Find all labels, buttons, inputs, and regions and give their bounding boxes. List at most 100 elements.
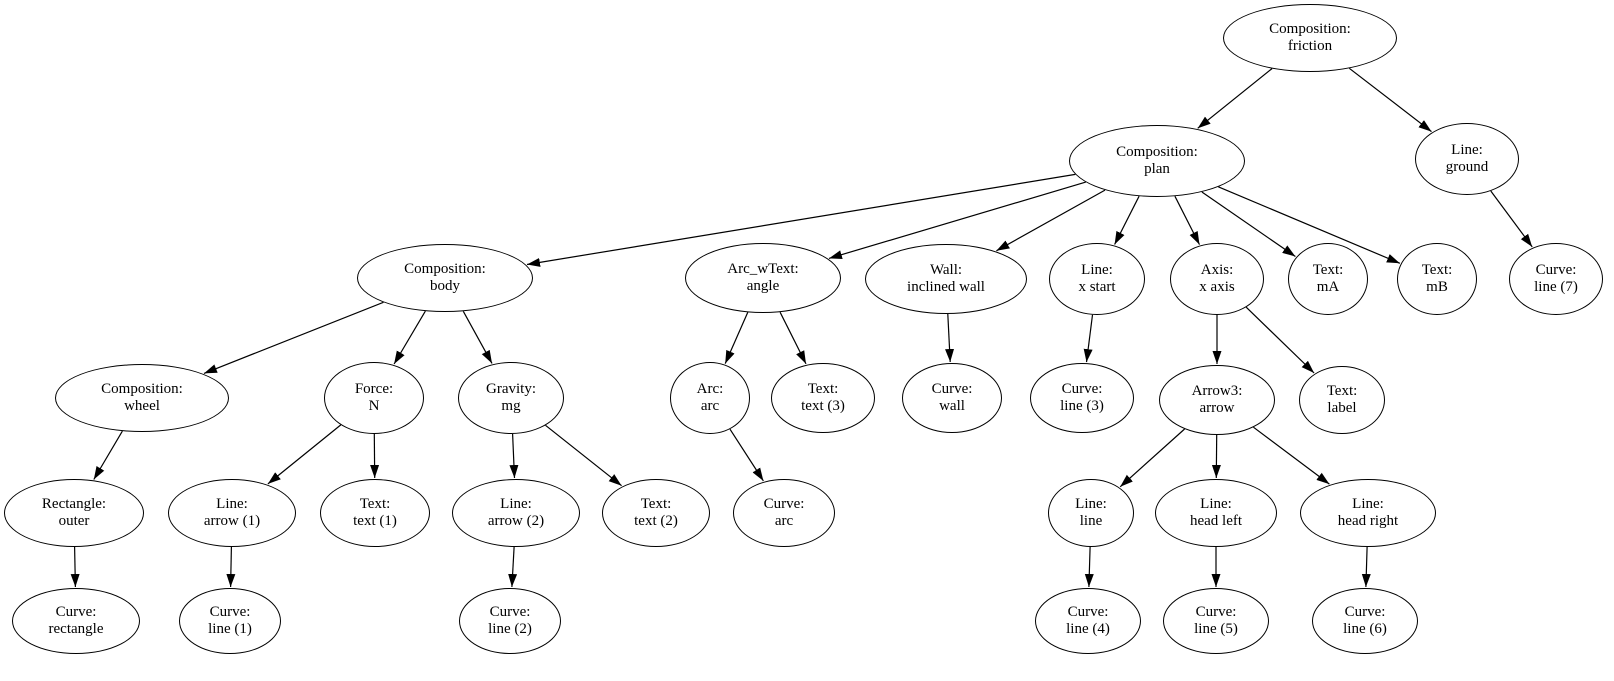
node-type-label: Text:	[1326, 383, 1358, 399]
node-curvewall: Curve:wall	[902, 363, 1002, 433]
node-line2: Curve:line (2)	[459, 588, 561, 654]
node-text3: Text:text (3)	[771, 363, 875, 433]
node-curvearc: Curve:arc	[733, 479, 835, 547]
edge-lineline-line4	[1084, 546, 1094, 588]
node-type-label: Rectangle:	[41, 496, 107, 512]
node-instance-label: head right	[1337, 513, 1399, 529]
node-type-label: Curve:	[1344, 604, 1386, 620]
node-type-label: Line:	[1075, 496, 1107, 512]
edge-arrow2-line2	[508, 546, 518, 588]
node-wheel: Composition:wheel	[55, 364, 229, 432]
node-instance-label: outer	[58, 513, 90, 529]
node-type-label: Text:	[359, 496, 391, 512]
edge-wheel-outer	[93, 430, 123, 480]
edge-mg-text2	[545, 424, 622, 487]
edge-arrow3-lineline	[1119, 428, 1186, 488]
edge-arc-curvearc	[729, 428, 764, 482]
node-xaxis: Axis:x axis	[1170, 243, 1264, 315]
node-type-label: Gravity:	[486, 381, 536, 397]
node-headright: Line:head right	[1300, 479, 1436, 547]
node-type-label: Line:	[1451, 142, 1483, 158]
node-type-label: Arc_wText:	[727, 261, 799, 277]
node-type-label: Axis:	[1200, 262, 1234, 278]
edge-friction-ground	[1348, 67, 1432, 133]
node-arrow3: Arrow3:arrow	[1159, 365, 1275, 435]
node-instance-label: x start	[1078, 279, 1116, 295]
node-instance-label: N	[368, 398, 380, 414]
node-line4: Curve:line (4)	[1035, 588, 1141, 654]
node-instance-label: ground	[1445, 159, 1489, 175]
edge-arrow3-headright	[1253, 426, 1330, 485]
node-arrow2: Line:arrow (2)	[452, 479, 580, 547]
edge-plan-wall	[996, 189, 1106, 252]
edge-forceN-arrow1	[267, 424, 342, 485]
edge-outer-curverect	[70, 546, 80, 588]
node-type-label: Arc:	[696, 381, 724, 397]
node-type-label: Line:	[1352, 496, 1384, 512]
node-type-label: Curve:	[1067, 604, 1109, 620]
node-text2: Text:text (2)	[602, 479, 710, 547]
node-arc: Arc:arc	[670, 362, 750, 434]
node-instance-label: wall	[939, 398, 965, 414]
node-type-label: Force:	[354, 381, 394, 397]
node-line7: Curve:line (7)	[1509, 243, 1603, 315]
edge-body-mg	[462, 311, 493, 364]
node-line3: Curve:line (3)	[1030, 363, 1134, 433]
node-ground: Line:ground	[1415, 123, 1519, 195]
node-mg: Gravity:mg	[458, 362, 564, 434]
node-instance-label: mB	[1426, 279, 1448, 295]
edge-friction-plan	[1197, 68, 1273, 129]
node-forceN: Force:N	[324, 362, 424, 434]
node-instance-label: text (1)	[353, 513, 397, 529]
edge-ground-line7	[1490, 190, 1533, 248]
edge-angle-arc	[724, 312, 749, 364]
node-instance-label: label	[1327, 400, 1357, 416]
node-instance-label: line (7)	[1534, 279, 1578, 295]
node-line1: Curve:line (1)	[179, 588, 281, 654]
node-instance-label: line (6)	[1343, 621, 1387, 637]
node-label: Text:label	[1299, 366, 1385, 434]
node-type-label: Text:	[1312, 262, 1344, 278]
edge-plan-body	[526, 173, 1076, 267]
node-type-label: Curve:	[209, 604, 251, 620]
node-instance-label: line (2)	[488, 621, 532, 637]
node-type-label: Line:	[216, 496, 248, 512]
node-angle: Arc_wText:angle	[685, 243, 841, 313]
node-headleft: Line:head left	[1155, 479, 1277, 547]
node-lineline: Line:line	[1048, 479, 1134, 547]
node-instance-label: x axis	[1199, 279, 1235, 295]
node-instance-label: rectangle	[48, 621, 104, 637]
node-instance-label: head left	[1189, 513, 1243, 529]
node-instance-label: angle	[746, 278, 780, 294]
node-instance-label: line (3)	[1060, 398, 1104, 414]
node-instance-label: wheel	[124, 398, 160, 414]
node-mA: Text:mA	[1288, 243, 1368, 315]
node-type-label: Curve:	[1535, 262, 1577, 278]
node-instance-label: friction	[1287, 38, 1333, 54]
node-type-label: Composition:	[1116, 144, 1198, 160]
node-mB: Text:mB	[1397, 243, 1477, 315]
node-text1: Text:text (1)	[320, 479, 430, 547]
node-type-label: Text:	[1421, 262, 1453, 278]
node-type-label: Curve:	[1195, 604, 1237, 620]
node-instance-label: text (2)	[634, 513, 678, 529]
edge-wall-curvewall	[945, 313, 955, 363]
node-instance-label: arrow	[1199, 400, 1235, 416]
edge-xaxis-label	[1245, 306, 1315, 374]
node-type-label: Composition:	[1269, 21, 1351, 37]
edge-group	[70, 67, 1533, 588]
edge-body-wheel	[203, 301, 384, 374]
edge-arrow1-line1	[226, 546, 236, 588]
edge-xstart-line3	[1083, 314, 1094, 363]
node-type-label: Curve:	[931, 381, 973, 397]
node-type-label: Composition:	[101, 381, 183, 397]
node-instance-label: text (3)	[801, 398, 845, 414]
node-wall: Wall:inclined wall	[865, 244, 1027, 314]
edge-plan-xaxis	[1174, 195, 1201, 245]
node-instance-label: line (5)	[1194, 621, 1238, 637]
node-type-label: Wall:	[929, 262, 963, 278]
edge-headright-line6	[1361, 546, 1371, 588]
node-type-label: Curve:	[489, 604, 531, 620]
